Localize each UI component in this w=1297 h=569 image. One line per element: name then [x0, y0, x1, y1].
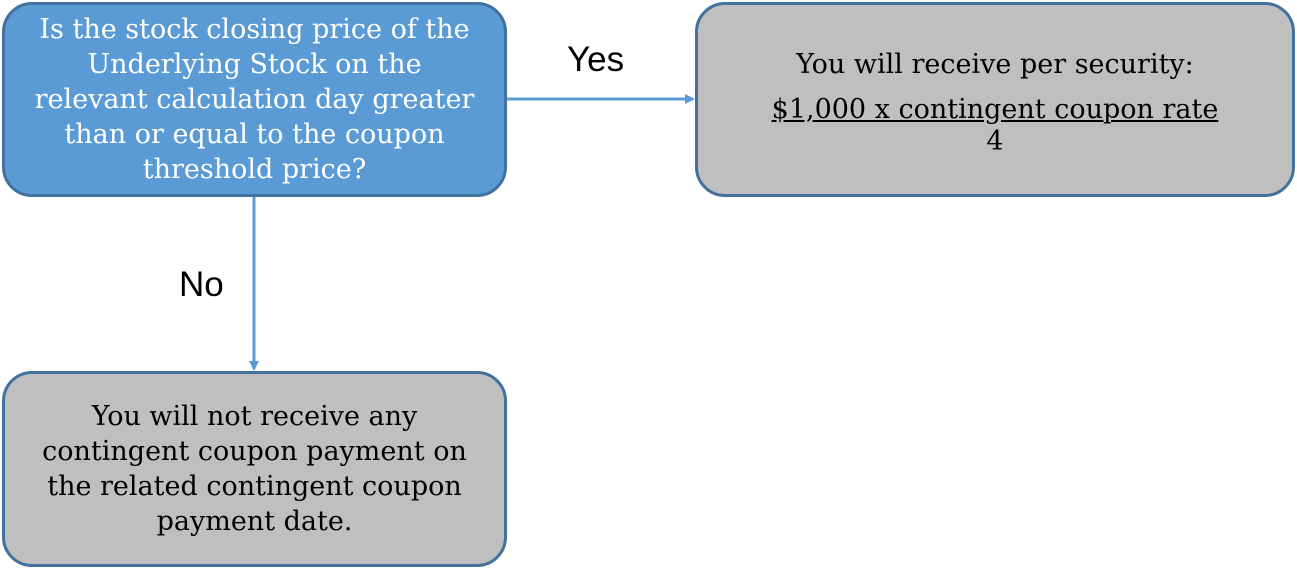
yes-result-heading: You will receive per security:	[796, 49, 1194, 80]
formula-denominator: 4	[986, 126, 1004, 157]
yes-result-node: You will receive per security: $1,000 x …	[695, 2, 1295, 197]
no-result-text: You will not receive any contingent coup…	[42, 401, 467, 537]
decision-node: Is the stock closing price of the Underl…	[2, 2, 507, 197]
decision-text: Is the stock closing price of the Underl…	[34, 14, 475, 185]
formula-numerator: $1,000 x contingent coupon rate	[771, 94, 1219, 125]
yes-edge-label: Yes	[567, 40, 625, 79]
no-edge-label: No	[179, 265, 224, 304]
no-result-node: You will not receive any contingent coup…	[2, 371, 507, 567]
